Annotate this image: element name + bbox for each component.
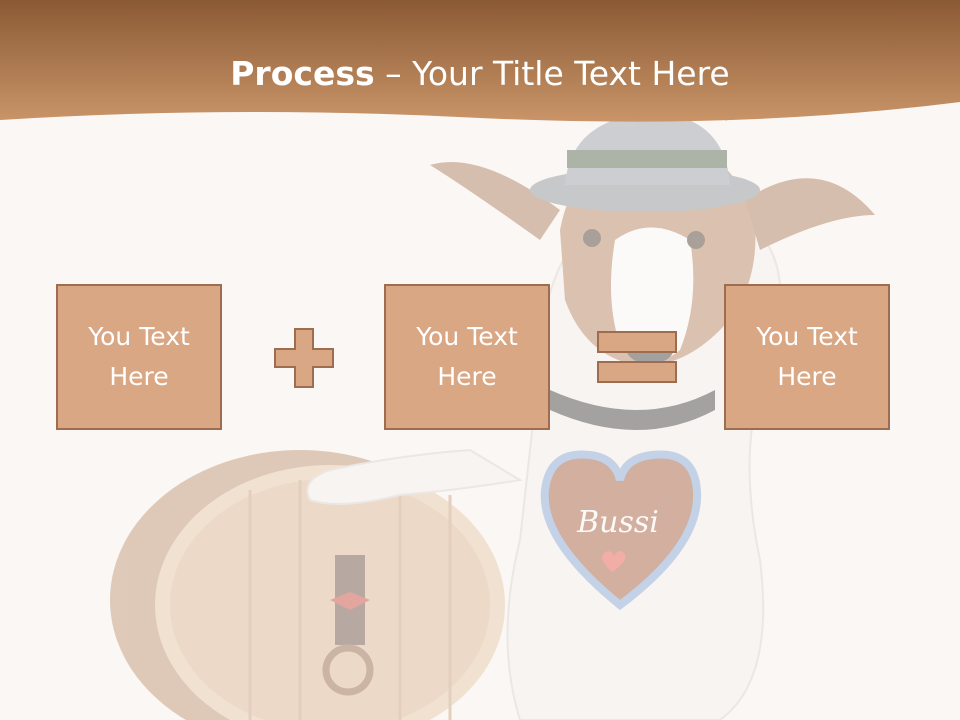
title-rest-text: – Your Title Text Here bbox=[374, 54, 730, 93]
header-band bbox=[0, 0, 960, 122]
slide-title: Process – Your Title Text Here bbox=[0, 52, 960, 96]
process-box-3-text: You Text Here bbox=[756, 322, 858, 391]
equals-icon bbox=[597, 331, 677, 383]
process-box-3: You Text Here bbox=[724, 284, 890, 430]
process-box-2: You Text Here bbox=[384, 284, 550, 430]
process-box-1-text: You Text Here bbox=[88, 322, 190, 391]
barrel-image bbox=[110, 450, 505, 720]
plus-icon bbox=[274, 328, 334, 388]
process-box-1: You Text Here bbox=[56, 284, 222, 430]
process-box-2-text: You Text Here bbox=[416, 322, 518, 391]
title-bold-text: Process bbox=[230, 54, 375, 93]
dog-image: Bussi bbox=[306, 105, 875, 720]
svg-text:Bussi: Bussi bbox=[576, 505, 659, 540]
